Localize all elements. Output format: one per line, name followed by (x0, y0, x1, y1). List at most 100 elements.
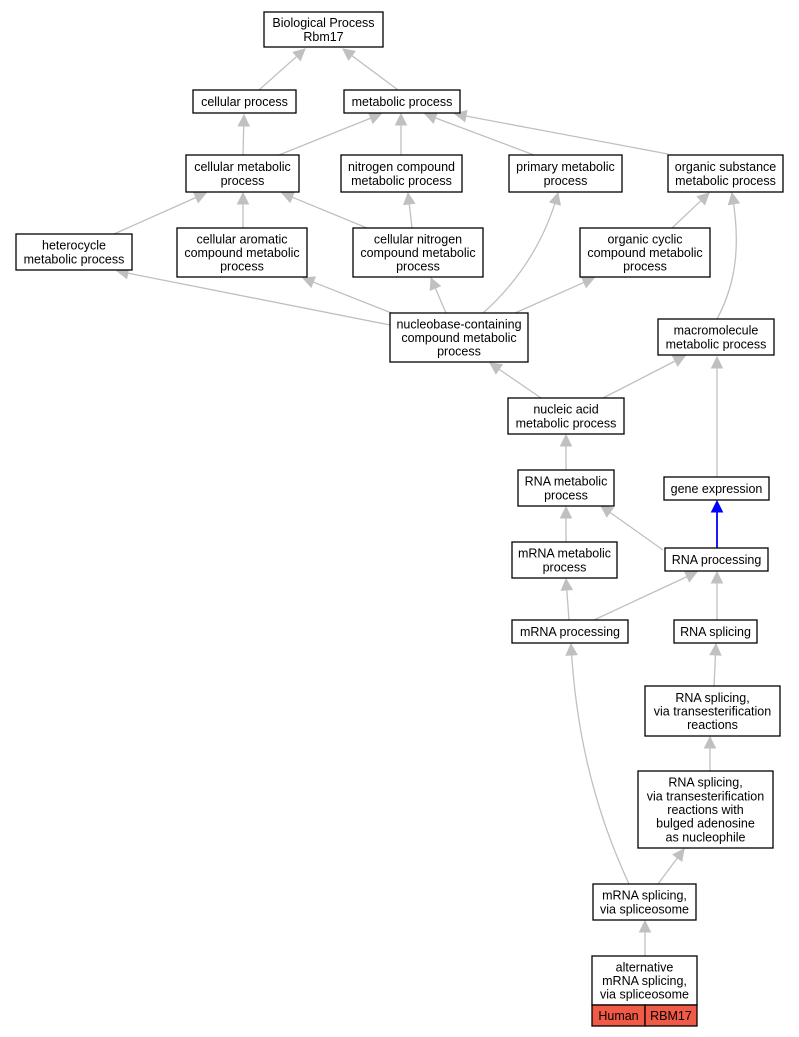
arrowhead (710, 570, 724, 584)
term-box (511, 619, 629, 644)
term-box (592, 883, 697, 921)
term-box (664, 547, 769, 572)
term-label-line: RNA processing (672, 553, 762, 567)
arrowhead (560, 577, 574, 591)
term-label-line: cellular aromatic (196, 232, 287, 246)
edge-line (351, 55, 399, 91)
arrowhead (236, 191, 250, 205)
term-label-line: cellular nitrogen (374, 232, 462, 246)
term-label-line: metabolic process (352, 95, 453, 109)
arrowhead (600, 505, 615, 518)
term-box (673, 619, 758, 644)
term-label-line: compound metabolic (360, 246, 475, 260)
term-box (507, 397, 625, 435)
go-term-rp[interactable]: RNA processing (664, 547, 769, 572)
edge-cp-to-bp (258, 48, 306, 91)
gene-cell[interactable]: RBM17 (644, 1004, 698, 1027)
edge-rs-to-rp (710, 570, 724, 620)
arrowhead (703, 735, 717, 749)
edge-rsvtb-to-rsvt (703, 735, 717, 771)
edge-nbcmp-to-cacmp (301, 276, 395, 315)
arrowhead (423, 112, 438, 124)
edge-line (408, 203, 413, 229)
term-label-line: reactions (687, 718, 738, 732)
edge-cmp-to-mp (278, 112, 383, 156)
term-label-line: reactions with (667, 803, 743, 817)
term-label-line: process (396, 260, 440, 274)
edge-line (465, 115, 669, 155)
arrowhead (559, 433, 573, 447)
edge-line (312, 281, 395, 315)
term-label-line: mRNA splicing, (602, 889, 687, 903)
edge-line (566, 589, 570, 621)
term-box (352, 227, 484, 278)
term-box (340, 154, 463, 193)
edge-amrsvs-to-mrsvs (638, 919, 652, 956)
arrowhead (429, 276, 442, 292)
term-label-line: nucleobase-containing (396, 317, 521, 331)
edge-nbcmp-to-pmp (482, 191, 562, 314)
term-box (343, 89, 461, 114)
edge-cncmp-to-ncmp (403, 191, 416, 229)
term-box (667, 154, 784, 193)
arrowhead (710, 355, 724, 369)
arrowhead (548, 191, 562, 206)
go-term-cp[interactable]: cellular process (192, 89, 297, 114)
term-label-line: bulged adenosine (656, 817, 755, 831)
species-cell[interactable]: Human (591, 1004, 646, 1027)
term-box (657, 318, 775, 356)
term-label-line: alternative (616, 960, 674, 974)
term-label-line: process (543, 560, 587, 574)
go-term-mrp[interactable]: mRNA processing (511, 619, 629, 644)
term-label-line: nucleic acid (533, 403, 598, 417)
species-label: Human (598, 1009, 638, 1023)
arrowhead (638, 919, 652, 933)
term-label-line: gene expression (671, 482, 763, 496)
edge-line (498, 368, 542, 399)
arrowhead (565, 642, 578, 656)
arrowhead (559, 505, 573, 519)
edge-namp-to-nbcmp (489, 362, 542, 399)
go-term-rsvtb[interactable]: RNA splicing,via transesterificationreac… (637, 770, 774, 849)
edge-mp-to-bp (342, 48, 399, 91)
edge-line (435, 117, 535, 156)
term-label-line: metabolic process (675, 174, 776, 188)
go-term-rs[interactable]: RNA splicing (673, 619, 758, 644)
go-term-mrsvs[interactable]: mRNA splicing,via spliceosome (592, 883, 697, 921)
edge-macmp-to-osmp (716, 191, 741, 320)
edge-line (278, 117, 372, 156)
arrowhead (403, 191, 416, 206)
term-box (192, 89, 297, 114)
term-label-line: process (623, 260, 667, 274)
go-term-ge[interactable]: gene expression (663, 476, 770, 501)
edge-curve (570, 643, 630, 885)
edge-occmp-to-osmp (671, 192, 710, 229)
edge-mrp-to-mrmp (560, 577, 574, 621)
go-term-rsvt[interactable]: RNA splicing,via transesterificationreac… (644, 685, 781, 737)
edges (113, 48, 741, 956)
arrowhead (292, 48, 306, 62)
term-label-line: via spliceosome (600, 902, 689, 916)
term-box (637, 770, 774, 849)
term-label-line: metabolic process (24, 252, 125, 266)
term-label-line: macromolecule (674, 324, 759, 338)
term-label-line: RNA splicing, (668, 776, 742, 790)
term-label-line: Rbm17 (303, 30, 343, 44)
go-term-mp[interactable]: metabolic process (343, 89, 461, 114)
term-label-line: RNA splicing (680, 625, 751, 639)
